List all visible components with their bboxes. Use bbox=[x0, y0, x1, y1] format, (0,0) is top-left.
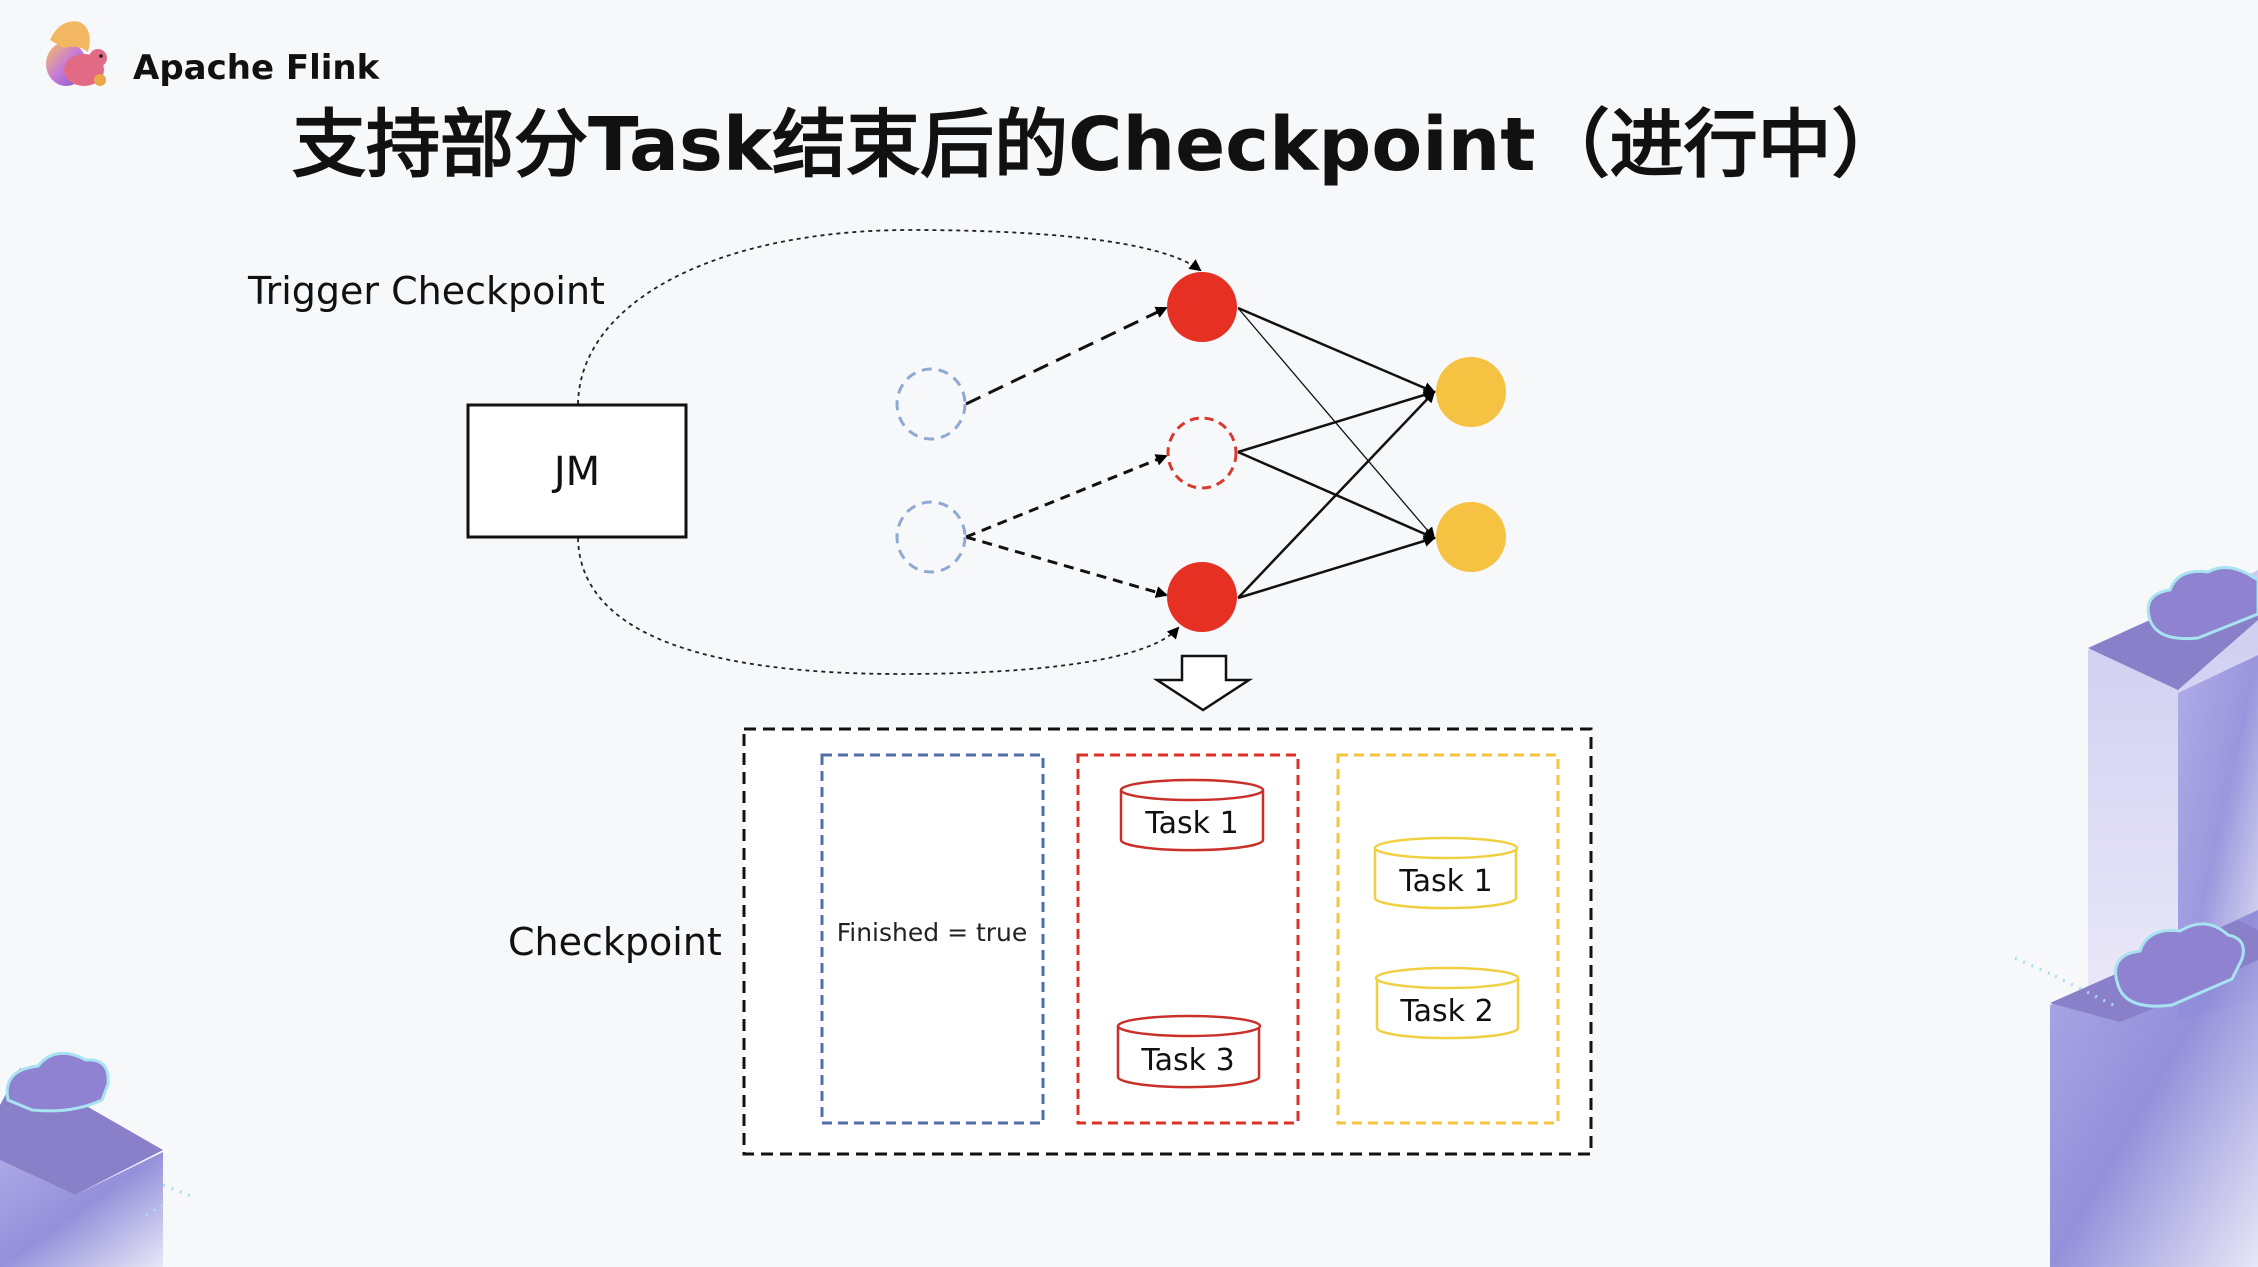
edge-mid2-sink1 bbox=[1237, 389, 1436, 454]
checkpoint-group-sources: Finished = true bbox=[820, 753, 1045, 1125]
state-cylinder-label: Task 1 bbox=[1144, 806, 1238, 841]
decor-tower-left bbox=[0, 1051, 194, 1267]
trigger-arc-top bbox=[577, 229, 1202, 405]
checkpoint-group-middle: Task 1 Task 3 bbox=[1076, 753, 1300, 1125]
edge-source1-mid1 bbox=[965, 306, 1168, 406]
middle-node-1[interactable] bbox=[1167, 272, 1237, 342]
middle-node-2[interactable] bbox=[1166, 416, 1238, 490]
edges-source-to-middle bbox=[965, 306, 1168, 598]
source-nodes bbox=[895, 367, 967, 574]
sink-node-1[interactable] bbox=[1436, 357, 1506, 427]
brand-header: Apache Flink bbox=[46, 21, 381, 88]
trigger-checkpoint-label: Trigger Checkpoint bbox=[247, 269, 605, 313]
trigger-arc-bottom bbox=[577, 537, 1180, 675]
state-cylinder-label: Task 3 bbox=[1140, 1043, 1234, 1078]
job-manager-label: JM bbox=[551, 449, 600, 495]
flink-squirrel-icon bbox=[46, 21, 107, 86]
down-arrow-icon bbox=[1152, 654, 1254, 712]
middle-node-3[interactable] bbox=[1167, 562, 1237, 632]
edge-mid1-sink1 bbox=[1237, 306, 1436, 394]
source-node-1[interactable] bbox=[895, 367, 967, 441]
state-cylinder-label: Task 2 bbox=[1399, 994, 1493, 1029]
edges-middle-to-sink bbox=[1237, 306, 1436, 600]
state-cylinder-middle-task3[interactable]: Task 3 bbox=[1116, 1014, 1262, 1089]
job-manager-box[interactable]: JM bbox=[466, 403, 688, 539]
decor-tower-right-lower bbox=[2014, 910, 2258, 1267]
state-cylinder-label: Task 1 bbox=[1398, 864, 1492, 899]
checkpoint-group-sinks: Task 1 Task 2 bbox=[1336, 753, 1560, 1125]
finished-flag-text: Finished = true bbox=[837, 918, 1028, 947]
state-cylinder-sink-task2[interactable]: Task 2 bbox=[1374, 966, 1520, 1040]
state-cylinder-middle-task1[interactable]: Task 1 bbox=[1119, 778, 1265, 852]
slide-title: 支持部分Task结束后的Checkpoint（进行中） bbox=[292, 102, 1906, 188]
middle-nodes bbox=[1166, 272, 1238, 632]
sink-node-2[interactable] bbox=[1436, 502, 1506, 572]
checkpoint-container: Finished = true Task 1 Task 3 Task 1 bbox=[742, 727, 1593, 1156]
brand-name: Apache Flink bbox=[133, 48, 381, 88]
trigger-arcs bbox=[577, 229, 1202, 675]
source-node-2[interactable] bbox=[895, 500, 967, 574]
checkpoint-label: Checkpoint bbox=[508, 920, 722, 964]
decor-tower-right bbox=[2014, 566, 2258, 1267]
edge-mid3-sink1 bbox=[1237, 390, 1436, 599]
edge-source2-mid2 bbox=[965, 454, 1168, 539]
sink-nodes bbox=[1436, 357, 1506, 572]
state-cylinder-sink-task1[interactable]: Task 1 bbox=[1373, 836, 1519, 910]
edge-source2-mid3 bbox=[965, 535, 1168, 598]
edge-mid3-sink2 bbox=[1237, 535, 1436, 600]
